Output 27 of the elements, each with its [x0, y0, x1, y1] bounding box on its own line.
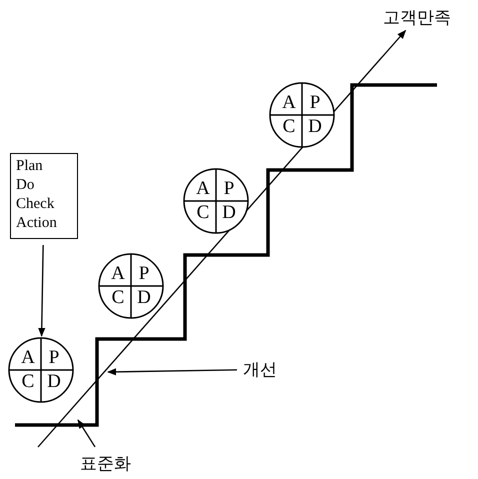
quadrant-letter: C — [110, 288, 126, 308]
pdca-circle — [183, 168, 249, 234]
label-text: 표준화 — [80, 452, 131, 475]
arrow — [107, 368, 238, 376]
quadrant-letter: A — [110, 264, 126, 284]
quadrant-letter: C — [20, 372, 36, 392]
quadrant-letter: A — [195, 179, 211, 199]
pdca-circle — [269, 82, 335, 148]
arrow — [38, 244, 46, 337]
quadrant-letter: P — [48, 348, 60, 368]
quadrant-letter: C — [282, 117, 296, 137]
label-text: 개선 — [243, 358, 277, 381]
label-text: 고객만족 — [383, 6, 451, 29]
quadrant-letter: A — [20, 348, 36, 368]
quadrant-letter: P — [138, 264, 150, 284]
quadrant-letter: P — [222, 179, 236, 199]
arrow — [77, 419, 96, 448]
pdca-circle — [98, 253, 164, 319]
quadrant-letter: D — [307, 117, 323, 137]
quadrant-letter: A — [281, 93, 297, 113]
quadrant-letter: D — [136, 288, 152, 308]
text-box: Plan Do Check Action — [10, 153, 78, 239]
quadrant-letter: D — [221, 203, 237, 223]
quadrant-letter: C — [196, 203, 210, 223]
pdca-circle — [8, 337, 74, 403]
quadrant-letter: P — [308, 93, 322, 113]
quadrant-letter: D — [46, 372, 62, 392]
